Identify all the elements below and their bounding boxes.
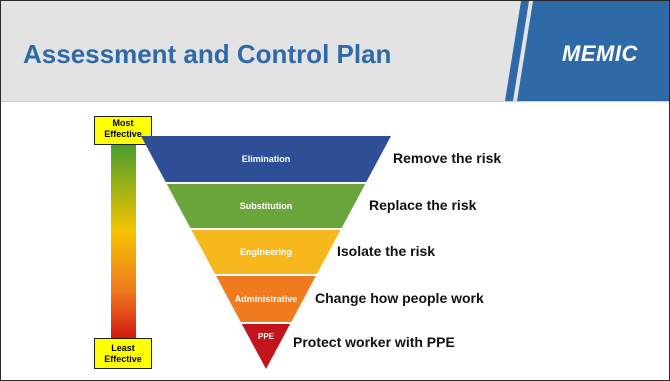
pyramid-layer-engineering xyxy=(191,230,341,274)
action-ppe: Protect worker with PPE xyxy=(293,333,455,350)
least-effective-label: Least Effective xyxy=(94,338,152,369)
pyramid-label-substitution: Substitution xyxy=(240,201,293,211)
action-administrative: Change how people work xyxy=(315,290,484,306)
memic-logo: MEMIC xyxy=(562,41,638,66)
logo-background xyxy=(517,1,669,101)
memic-logo-banner xyxy=(505,1,669,101)
pyramid-label-administrative: Administrative xyxy=(235,294,298,304)
pyramid-label-engineering: Engineering xyxy=(240,247,292,257)
logo-stripe xyxy=(505,1,529,101)
pyramid-label-ppe: PPE xyxy=(258,332,275,341)
pyramid-label-elimination: Elimination xyxy=(242,154,291,164)
action-substitution: Replace the risk xyxy=(369,197,477,213)
action-engineering: Isolate the risk xyxy=(337,243,436,259)
most-effective-label: Most Effective xyxy=(94,116,152,145)
action-elimination: Remove the risk xyxy=(393,150,502,166)
pyramid-layer-ppe xyxy=(241,324,291,369)
slide-title: Assessment and Control Plan xyxy=(23,39,392,69)
pyramid-layer-administrative xyxy=(216,276,316,322)
pyramid-layer-elimination xyxy=(141,136,391,182)
pyramid-layer-substitution xyxy=(166,184,366,228)
effectiveness-gradient-bar xyxy=(111,139,136,342)
